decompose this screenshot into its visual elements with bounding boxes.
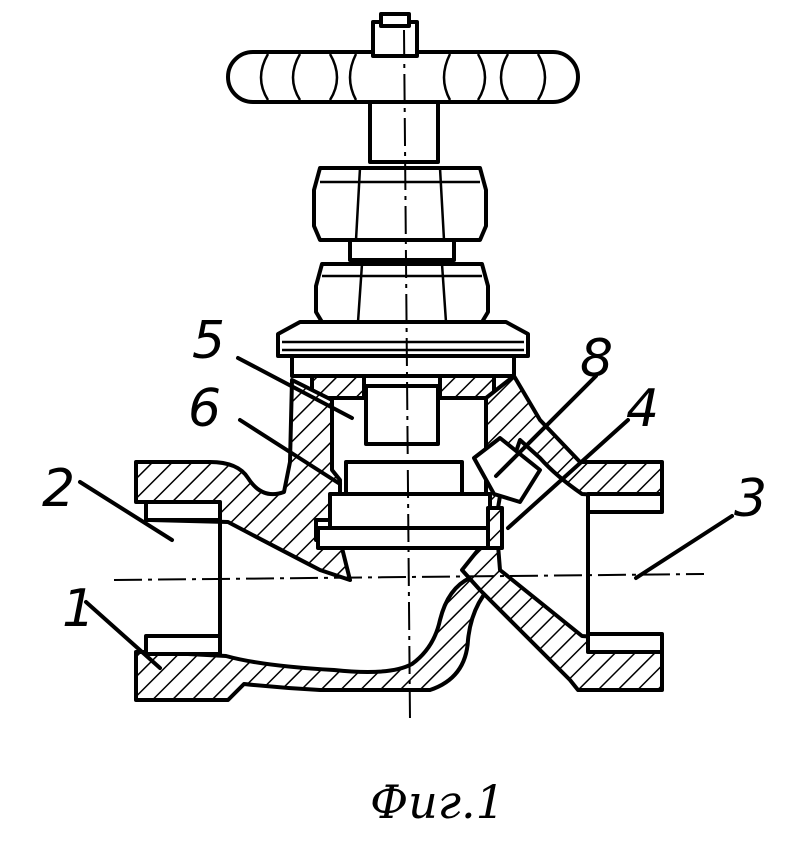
label-4: 4 [626, 379, 659, 439]
center-lines [113, 29, 705, 721]
label-6: 6 [188, 379, 221, 439]
gland-nut [312, 166, 488, 262]
handwheel [226, 50, 580, 104]
label-3: 3 [734, 469, 767, 529]
figure-caption: Фиг.1 [370, 775, 505, 829]
valve-disc [316, 492, 498, 550]
seat-gasket [486, 506, 504, 550]
spindle [344, 384, 464, 496]
leader-lines [78, 356, 734, 670]
label-8: 8 [580, 329, 613, 389]
top-nut [371, 12, 419, 58]
bonnet-hex [314, 262, 490, 324]
label-1: 1 [62, 579, 95, 639]
label-5: 5 [192, 311, 225, 371]
bonnet-flange [276, 320, 530, 378]
label-2: 2 [42, 459, 75, 519]
port-threads [144, 492, 664, 656]
